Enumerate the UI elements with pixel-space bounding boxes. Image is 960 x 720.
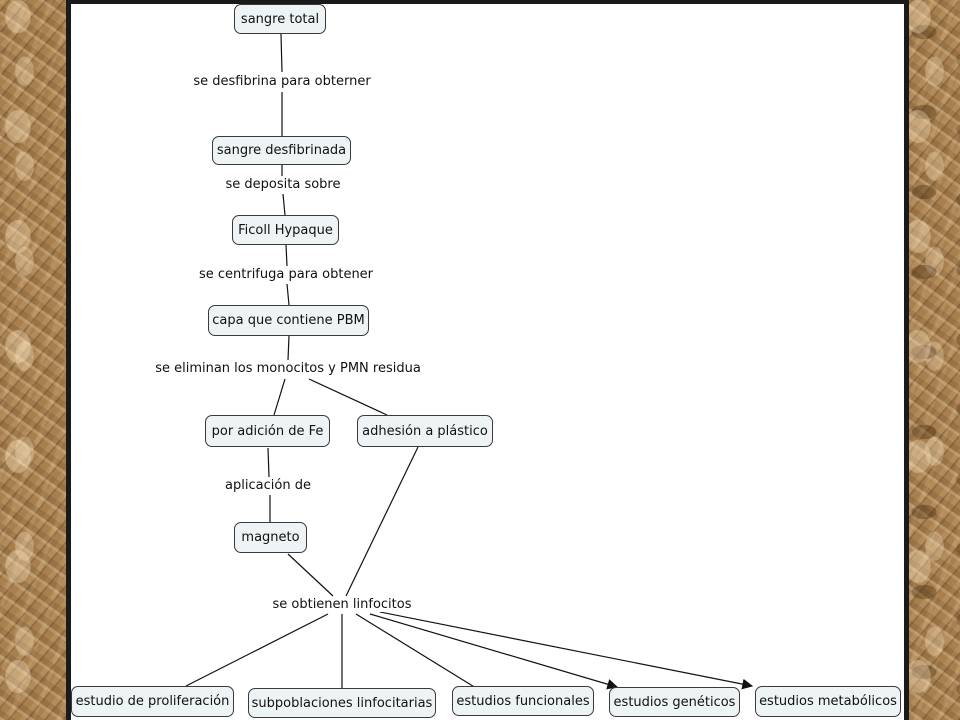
- concept-estudios-funcionales[interactable]: estudios funcionales: [452, 686, 594, 716]
- concept-capa-pbm[interactable]: capa que contiene PBM: [208, 305, 369, 336]
- concept-estudios-geneticos[interactable]: estudios genéticos: [609, 687, 740, 717]
- line-sangre-total-to-desfibrina: [280, 33, 283, 73]
- line-obtienen-to-funcionales: [355, 613, 477, 689]
- concept-adhesion-plastico[interactable]: adhesión a plástico: [357, 415, 493, 447]
- line-obtienen-to-geneticos: [369, 613, 619, 690]
- concept-magneto[interactable]: magneto: [234, 522, 307, 553]
- line-eliminan-to-adhesion: [308, 378, 388, 416]
- line-ficoll-to-centrifuga: [285, 244, 288, 267]
- concept-subpoblaciones[interactable]: subpoblaciones linfocitarias: [248, 688, 436, 718]
- line-obtienen-to-proliferacion: [185, 613, 329, 687]
- line-obtienen-to-metabolicos: [379, 611, 754, 690]
- link-se-centrifuga[interactable]: se centrifuga para obtener: [197, 267, 375, 282]
- link-se-obtienen[interactable]: se obtienen linfocitos: [271, 597, 413, 612]
- line-centrifuga-to-capa: [286, 283, 290, 306]
- concept-estudio-proliferacion[interactable]: estudio de proliferación: [71, 686, 234, 717]
- concept-adicion-fe[interactable]: por adición de Fe: [205, 415, 330, 447]
- line-capa-to-eliminan: [287, 335, 290, 361]
- concept-sangre-desfibrinada[interactable]: sangre desfibrinada: [212, 136, 351, 165]
- link-aplicacion-de[interactable]: aplicación de: [224, 478, 312, 493]
- concept-estudios-metabolicos[interactable]: estudios metabólicos: [755, 686, 901, 717]
- line-deposita-to-ficoll: [282, 193, 286, 216]
- link-se-eliminan[interactable]: se eliminan los monocitos y PMN residua: [154, 361, 422, 376]
- line-eliminan-to-adicion-fe: [273, 378, 286, 416]
- concept-ficoll-hypaque[interactable]: Ficoll Hypaque: [232, 215, 339, 245]
- line-adhesion-to-obtienen: [345, 446, 419, 597]
- line-magneto-to-obtienen: [287, 553, 334, 597]
- link-se-desfibrina[interactable]: se desfibrina para obterner: [192, 74, 372, 89]
- line-adicion-fe-to-aplicacion: [267, 447, 270, 478]
- concept-sangre-total[interactable]: sangre total: [234, 4, 326, 34]
- link-se-deposita[interactable]: se deposita sobre: [224, 177, 342, 192]
